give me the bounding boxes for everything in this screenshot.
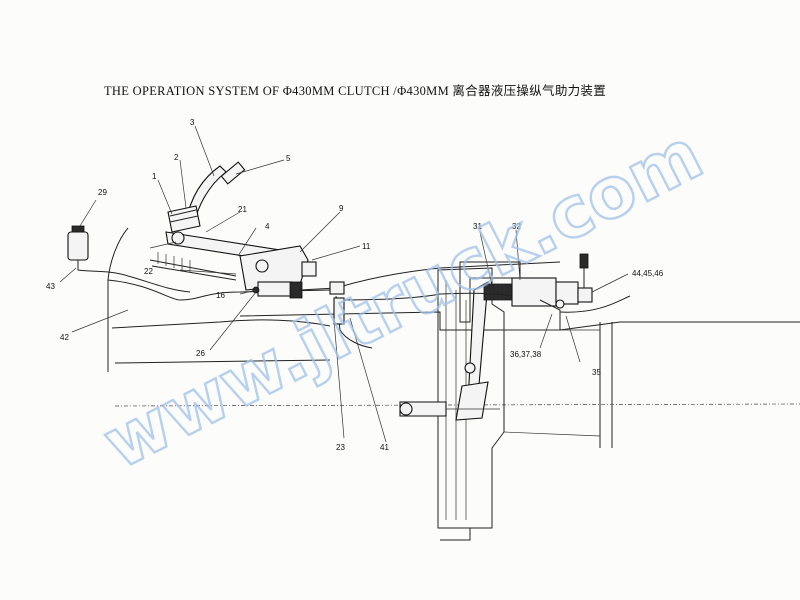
callout-29: 29 xyxy=(98,188,107,197)
diagram-title: THE OPERATION SYSTEM OF Φ430MM CLUTCH /Φ… xyxy=(104,84,607,98)
callout-2: 2 xyxy=(174,153,179,162)
air-booster-cylinder xyxy=(483,253,593,330)
callout-5: 5 xyxy=(286,154,291,163)
callout-3: 3 xyxy=(190,118,195,127)
watermark: www.jltruck.com xyxy=(90,113,714,485)
callout-labels: 3 2 5 1 29 21 9 4 31 32 11 22 44,45,46 4… xyxy=(46,118,664,452)
callout-11: 11 xyxy=(362,242,371,251)
callout-41: 41 xyxy=(380,443,389,452)
fluid-reservoir xyxy=(67,225,191,293)
hydraulic-lines xyxy=(333,292,631,349)
master-cylinder xyxy=(239,245,345,299)
callout-36-37-38: 36,37,38 xyxy=(510,350,542,359)
callout-1: 1 xyxy=(152,172,157,181)
callout-31: 31 xyxy=(473,222,482,231)
callout-43: 43 xyxy=(46,282,55,291)
callout-42: 42 xyxy=(60,333,69,342)
callout-35: 35 xyxy=(592,368,601,377)
callout-4: 4 xyxy=(265,222,270,231)
leader-lines xyxy=(59,125,629,443)
callout-23: 23 xyxy=(336,443,345,452)
callout-26: 26 xyxy=(196,349,205,358)
clutch-housing xyxy=(437,261,601,541)
callout-16: 16 xyxy=(216,291,225,300)
callout-9: 9 xyxy=(339,204,344,213)
callout-44-45-46: 44,45,46 xyxy=(632,269,664,278)
callout-21: 21 xyxy=(238,205,247,214)
callout-32: 32 xyxy=(512,222,521,231)
release-fork xyxy=(399,281,500,421)
callout-22: 22 xyxy=(144,267,153,276)
